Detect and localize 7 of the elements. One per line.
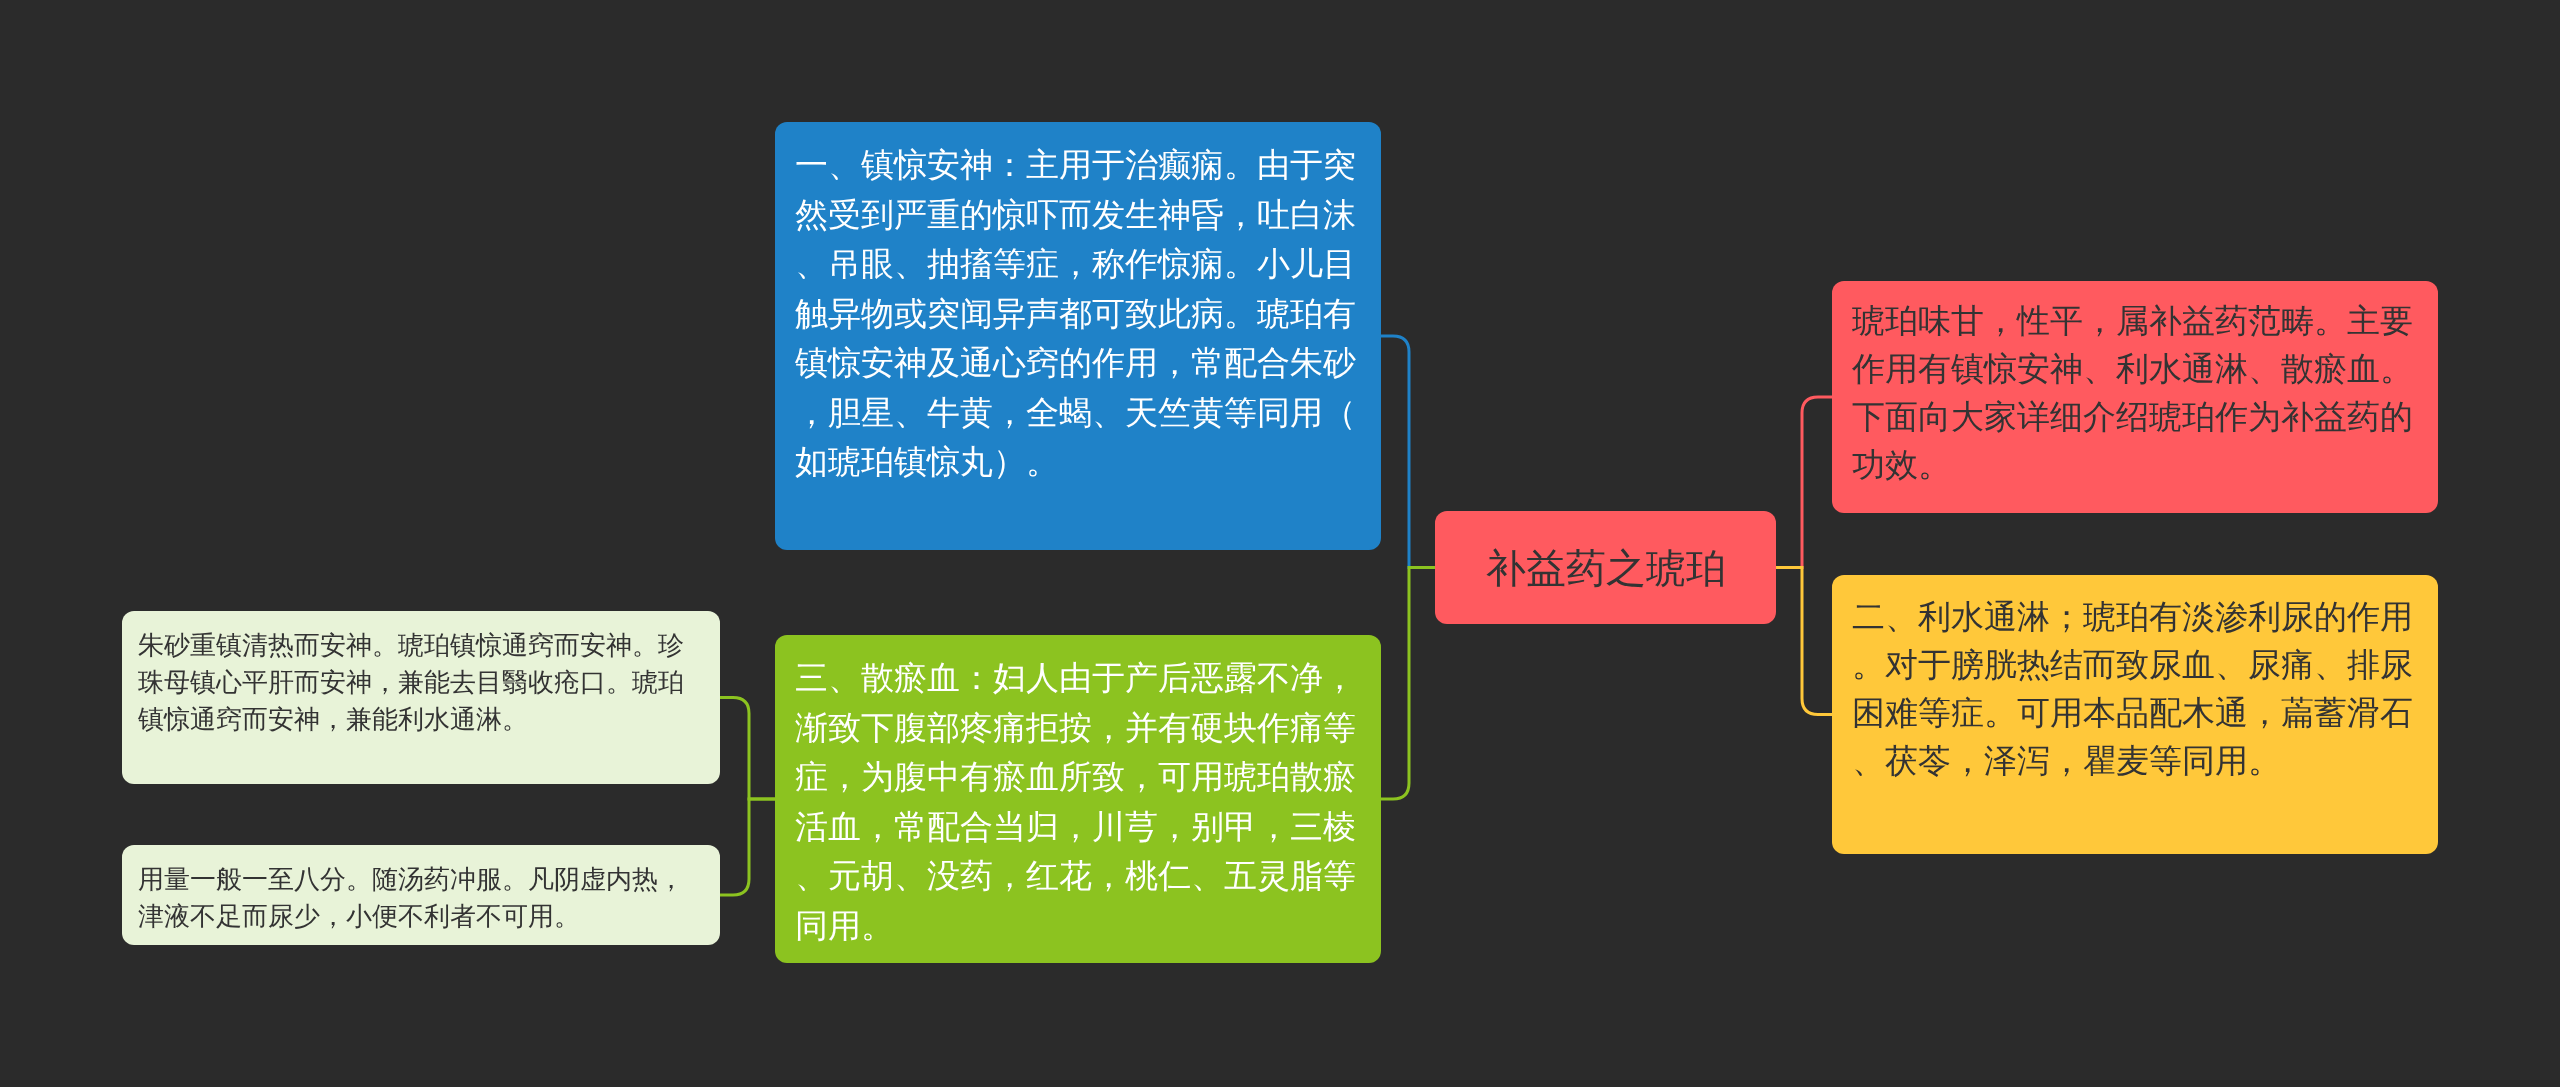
topic-box: 琥珀味甘，性平，属补益药范畴。主要作用有镇惊安神、利水通淋、散瘀血。下面向大家详细介绍琥珀作为补益药的功效。 <box>1832 281 2438 513</box>
topic-box: 补益药之琥珀 <box>1435 511 1776 624</box>
topic-box: 一、镇惊安神：主用于治癫痫。由于突然受到严重的惊吓而发生神昏，吐白沫、吊眼、抽搐等症，称作惊痫。小儿目触异物或突闻异声都可致此病。琥珀有镇惊安神及通心窍的作用，常配合朱砂，胆星、牛黄，全蝎、天竺黄等同用（如琥珀镇惊丸）。 <box>775 122 1381 550</box>
topic-box: 三、散瘀血：妇人由于产后恶露不净，渐致下腹部疼痛拒按，并有硬块作痛等症，为腹中有瘀血所致，可用琥珀散瘀活血，常配合当归，川芎，别甲，三棱、元胡、没药，红花，桃仁、五灵脂等同用。 <box>775 635 1381 963</box>
note-box: 朱砂重镇清热而安神。琥珀镇惊通窍而安神。珍珠母镇心平肝而安神，兼能去目翳收疮口。琥珀镇惊通窍而安神，兼能利水通淋。 <box>122 611 720 784</box>
topic-box: 二、利水通淋；琥珀有淡渗利尿的作用。对于膀胱热结而致尿血、尿痛、排尿困难等症。可用本品配木通，萹蓄滑石、茯苓，泽泻，瞿麦等同用。 <box>1832 575 2438 854</box>
note-box: 用量一般一至八分。随汤药冲服。凡阴虚内热，津液不足而尿少，小便不利者不可用。 <box>122 845 720 945</box>
